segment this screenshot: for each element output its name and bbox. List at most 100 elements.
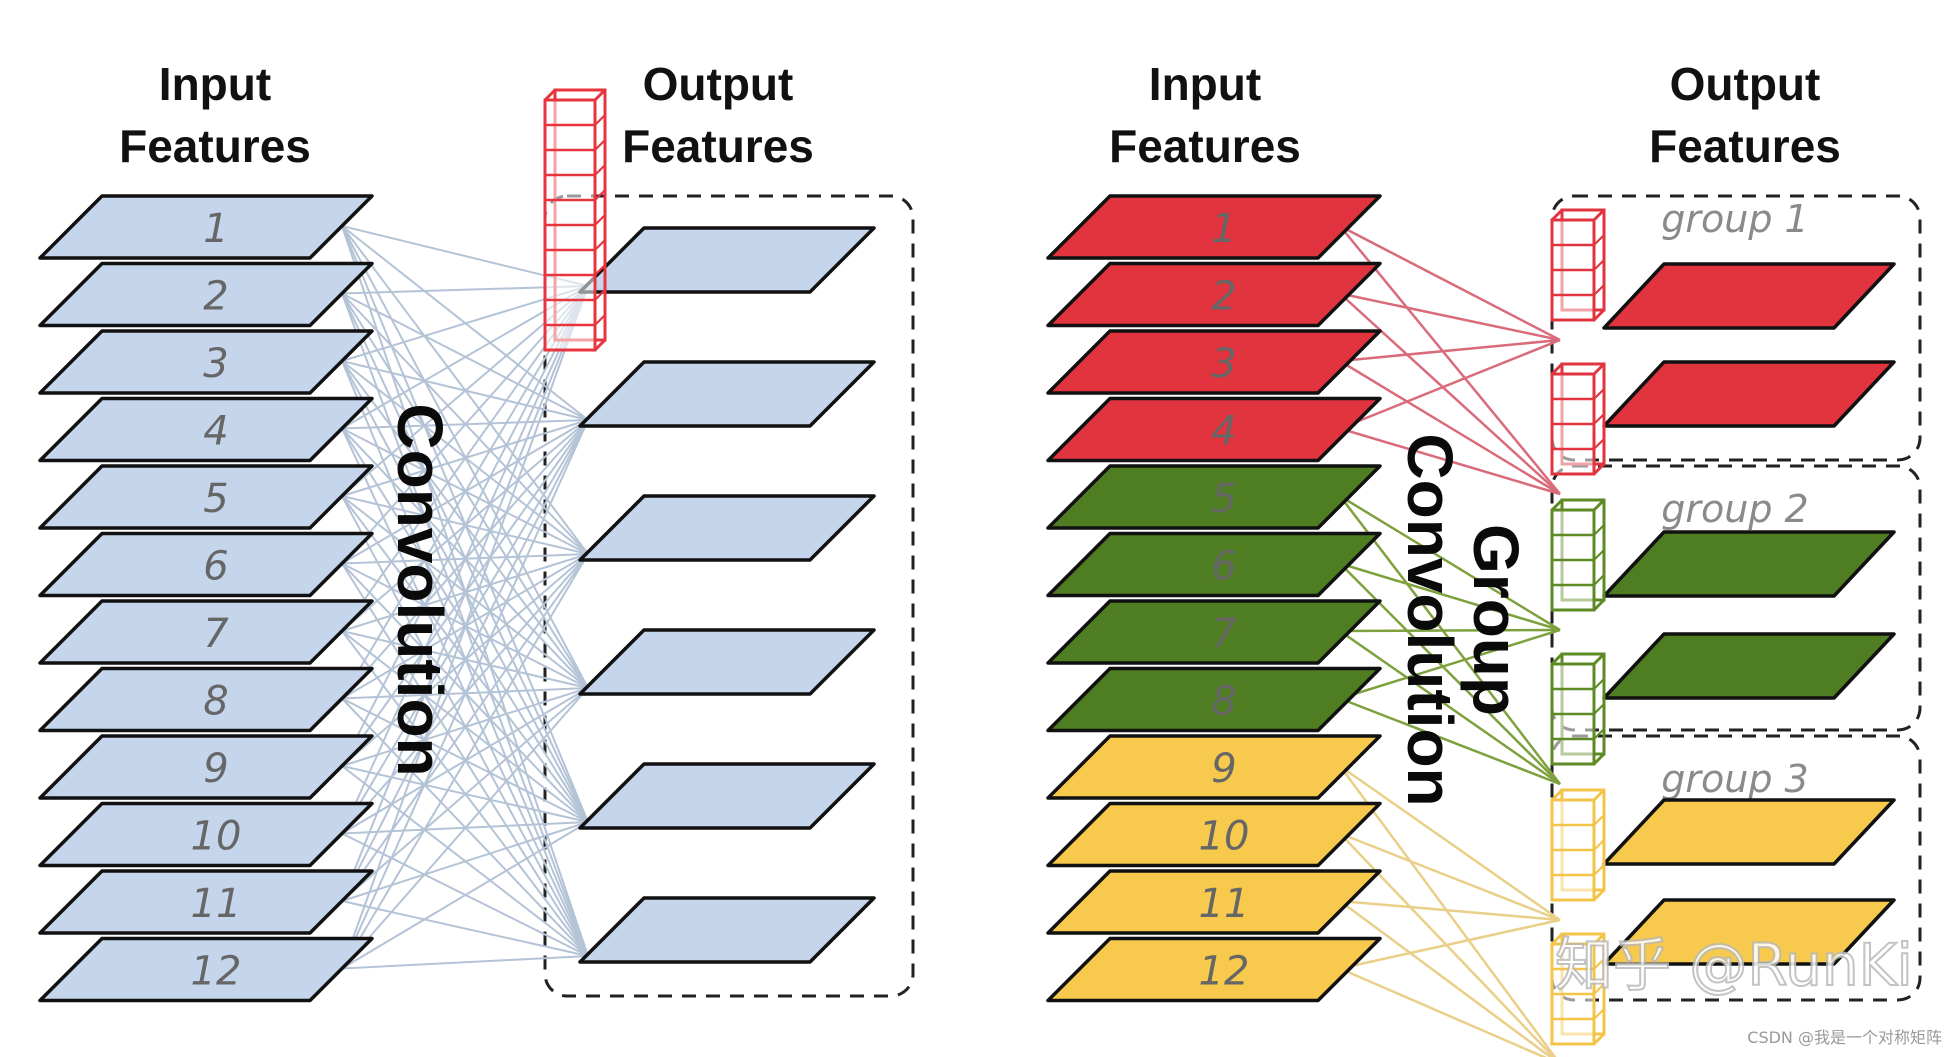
connection-line [341, 285, 589, 969]
output-feature-map [578, 226, 876, 294]
input-feature-number: 10 [1199, 814, 1250, 860]
group-connection-line [1339, 338, 1561, 430]
input-feature-map [1046, 396, 1382, 463]
input-feature-number: 7 [203, 611, 229, 657]
input-feature-number: 8 [1211, 679, 1236, 725]
output-feature-map [1602, 898, 1896, 966]
group-connection-line [1339, 764, 1561, 922]
left-output-feature-maps [578, 226, 876, 964]
input-feature-number: 5 [203, 476, 228, 522]
watermark-text: 知乎 @RunKi [1555, 931, 1913, 999]
input-feature-map [1046, 666, 1382, 733]
input-feature-map [38, 801, 374, 868]
group-connection-line [1339, 495, 1561, 785]
group-connection-line [1339, 494, 1561, 632]
group-connection-line [1339, 292, 1561, 495]
group-label: group 3 [1661, 757, 1808, 801]
input-feature-map [38, 869, 374, 935]
input-feature-map [1046, 869, 1382, 935]
group-kernel-stack [1550, 208, 1606, 322]
output-feature-map [1602, 262, 1896, 330]
group-connection-line [1339, 697, 1561, 786]
input-feature-number: 9 [1211, 746, 1236, 792]
convolution-label-right: Convolution [1394, 433, 1466, 806]
right-output-feature-maps [1602, 262, 1896, 966]
group-connection-line [1339, 918, 1561, 970]
input-feature-number: 4 [1211, 409, 1236, 455]
connection-line [341, 687, 589, 970]
input-feature-number: 12 [1199, 949, 1250, 995]
input-feature-number: 6 [1211, 544, 1236, 590]
output-feature-map [1602, 632, 1896, 700]
output-feature-map [1602, 798, 1896, 866]
input-feature-map [1046, 734, 1382, 800]
input-feature-map [38, 396, 374, 463]
input-feature-map [38, 599, 374, 665]
input-feature-number: 5 [1211, 476, 1236, 522]
right-kernel-stacks [1550, 208, 1606, 1046]
group-connection-line [1339, 628, 1561, 700]
group-label: Group [1460, 524, 1532, 716]
connection-line [341, 553, 589, 902]
input-feature-number: 3 [1211, 341, 1236, 387]
left-output-header-line1: Output [643, 58, 794, 110]
connection-line [341, 955, 589, 970]
group-connection-line [1338, 765, 1557, 1057]
group-kernel-stack [1550, 932, 1606, 1046]
connection-line [341, 419, 589, 902]
group-connection-line [1339, 427, 1561, 496]
input-feature-map [1046, 801, 1382, 868]
output-feature-map [578, 762, 876, 830]
group-connection-line [1339, 967, 1548, 1057]
input-feature-number: 7 [1211, 611, 1237, 657]
standard-convolution-panel: Input Features Output Features 123456789… [38, 58, 915, 1003]
connection-line [341, 285, 589, 700]
left-input-header-line1: Input [159, 58, 271, 110]
input-feature-map [1046, 194, 1382, 260]
connection-line [341, 285, 589, 834]
connection-line [341, 821, 589, 970]
group-connection-line [1339, 832, 1561, 922]
input-feature-map [1046, 599, 1382, 665]
input-feature-number: 12 [191, 949, 242, 995]
output-feature-map [1602, 530, 1896, 598]
input-feature-map [38, 464, 374, 530]
input-feature-number: 8 [203, 679, 228, 725]
left-kernel-stack-cells [543, 88, 607, 352]
group-connection-line [1339, 338, 1561, 363]
group-label: group 1 [1661, 197, 1808, 241]
left-output-header-line2: Features [622, 120, 814, 172]
input-feature-map [1046, 936, 1382, 1003]
right-input-header-line1: Input [1149, 58, 1261, 110]
input-feature-map [38, 936, 374, 1003]
connection-line [341, 900, 589, 957]
connection-line [341, 285, 589, 902]
right-input-header-line2: Features [1109, 120, 1301, 172]
input-feature-map [38, 531, 374, 598]
group-label: group 2 [1661, 487, 1808, 531]
connection-line [341, 687, 589, 902]
input-feature-number: 4 [203, 409, 228, 455]
right-connection-lines [1338, 224, 1561, 1057]
group-kernel-stack [1550, 788, 1606, 902]
input-feature-map [38, 734, 374, 800]
input-feature-number: 2 [1211, 274, 1236, 320]
group-connection-line [1339, 562, 1561, 632]
output-feature-map [578, 360, 876, 428]
connection-line [341, 553, 589, 970]
group-dashed-boxes: group 1 group 2 group 3 [1550, 194, 1922, 1002]
input-feature-number: 1 [1211, 206, 1236, 252]
credit-text: CSDN @我是一个对称矩阵 [1747, 1028, 1942, 1047]
input-feature-map [38, 194, 374, 260]
left-kernel-stack [543, 88, 607, 352]
left-output-dashed-box [543, 194, 915, 998]
input-feature-map [38, 666, 374, 733]
output-feature-map [578, 628, 876, 696]
input-feature-number: 10 [191, 814, 242, 860]
left-connection-lines [341, 225, 589, 970]
group-connection-line [1339, 899, 1561, 922]
input-feature-number: 9 [203, 746, 228, 792]
output-feature-map [578, 494, 876, 562]
